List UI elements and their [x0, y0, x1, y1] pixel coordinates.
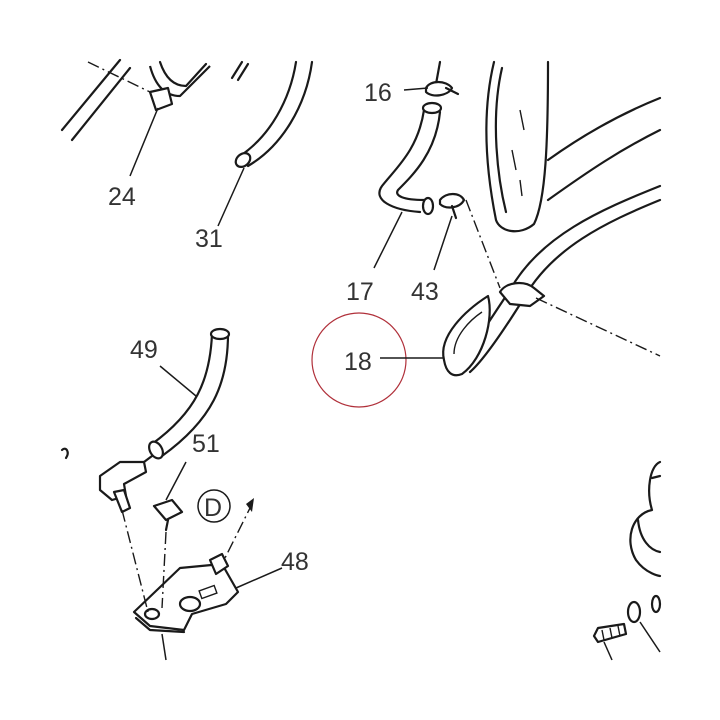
- part-18[interactable]: [442, 184, 662, 377]
- view-marker-d[interactable]: D: [197, 489, 231, 523]
- leader-16: [403, 87, 429, 91]
- part-49[interactable]: [146, 327, 231, 461]
- callout-48[interactable]: 48: [281, 548, 309, 576]
- leader-17: [373, 211, 403, 269]
- bolt-part[interactable]: [592, 594, 662, 661]
- highlight-circle-18: [311, 312, 407, 408]
- elbow-connector[interactable]: [60, 447, 154, 514]
- callout-31[interactable]: 31: [195, 225, 223, 253]
- callout-16[interactable]: 16: [364, 79, 392, 107]
- callout-17[interactable]: 17: [346, 278, 374, 306]
- leader-43: [433, 215, 453, 271]
- part-24[interactable]: [60, 58, 211, 142]
- leader-24: [129, 107, 159, 177]
- callout-d: D: [204, 494, 222, 522]
- leader-48: [235, 567, 283, 589]
- part-43[interactable]: [438, 192, 501, 289]
- direction-arrow-icon: [246, 498, 254, 512]
- callout-43[interactable]: 43: [411, 278, 439, 306]
- part-51[interactable]: [152, 498, 184, 532]
- leader-51: [165, 461, 187, 501]
- callout-18[interactable]: 18: [344, 348, 372, 376]
- part-31[interactable]: [230, 60, 314, 170]
- part-16[interactable]: [424, 60, 460, 97]
- leader-31: [217, 167, 245, 227]
- part-48[interactable]: [121, 509, 240, 661]
- frame-part: [485, 60, 662, 233]
- callout-24[interactable]: 24: [108, 183, 136, 211]
- part-17[interactable]: [378, 101, 443, 216]
- callout-51[interactable]: 51: [192, 430, 220, 458]
- leader-49: [159, 365, 197, 397]
- housing-part: [629, 460, 662, 578]
- callout-49[interactable]: 49: [130, 336, 158, 364]
